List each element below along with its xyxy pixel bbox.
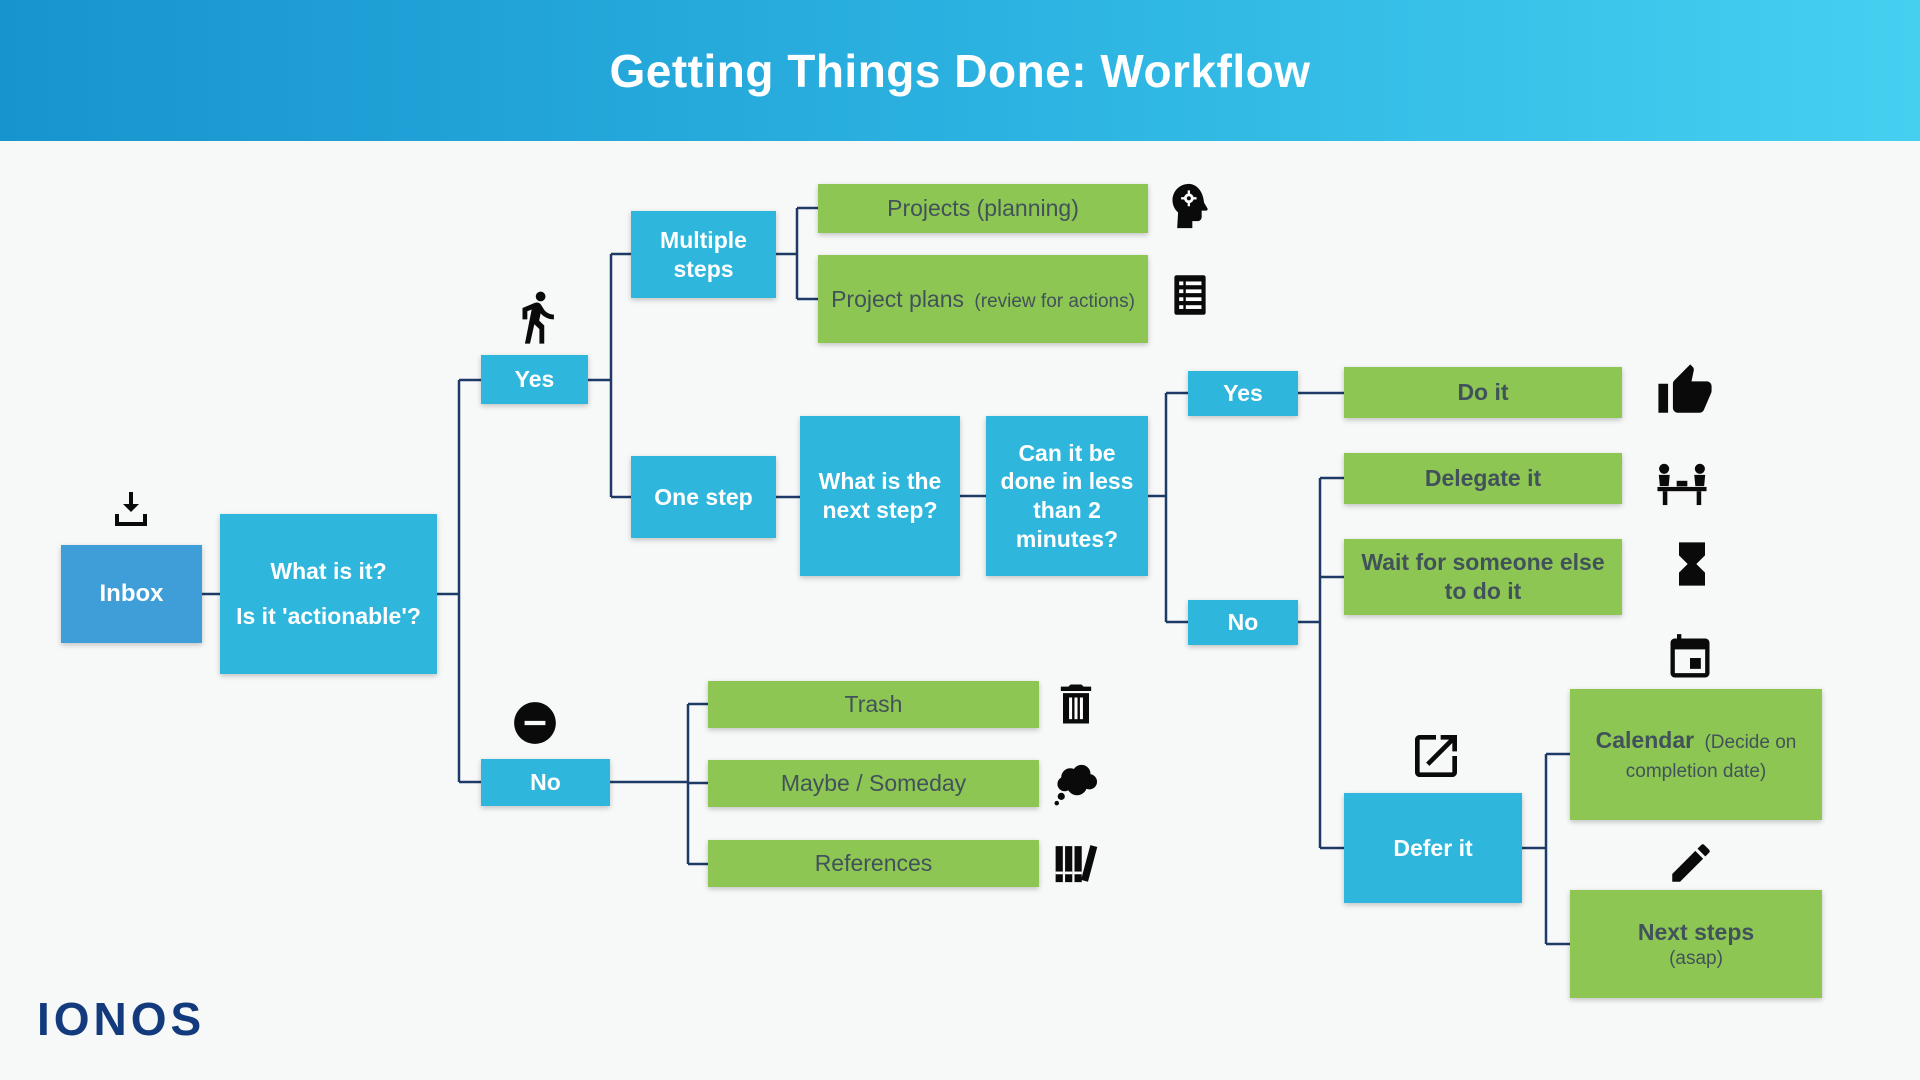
node-trash: Trash <box>708 681 1039 728</box>
node-what-is-it: What is it? Is it 'actionable'? <box>220 514 437 674</box>
node-one-step: One step <box>631 456 776 538</box>
node-references: References <box>708 840 1039 887</box>
pencil-icon <box>1666 838 1716 888</box>
node-inbox: Inbox <box>61 545 202 643</box>
books-icon <box>1050 836 1104 890</box>
node-do-it: Do it <box>1344 367 1622 418</box>
node-actionable-yes-label: Yes <box>514 366 555 393</box>
ionos-logo: IONOS <box>37 993 206 1045</box>
node-what-is-it-line1: What is it? <box>270 558 387 585</box>
node-wait-for-someone: Wait for someone else to do it <box>1344 539 1622 615</box>
node-defer-it-label: Defer it <box>1393 834 1473 861</box>
node-projects: Projects (planning) <box>818 184 1148 233</box>
node-calendar-label: Calendar (Decide on completion date) <box>1595 726 1797 782</box>
calendar-icon <box>1664 632 1716 684</box>
node-actionable-no-label: No <box>530 769 561 796</box>
node-references-label: References <box>814 850 933 877</box>
node-two-min-yes-label: Yes <box>1223 380 1263 407</box>
checklist-icon <box>1165 270 1215 320</box>
node-projects-label: Projects (planning) <box>887 195 1079 222</box>
node-delegate-it: Delegate it <box>1344 453 1622 504</box>
node-actionable-no: No <box>481 759 610 806</box>
hourglass-icon <box>1666 538 1718 590</box>
node-wait-for-someone-label: Wait for someone else to do it <box>1361 549 1605 604</box>
node-project-plans-label: Project plans (review for actions) <box>831 285 1135 312</box>
node-what-is-it-line2: Is it 'actionable'? <box>236 603 421 629</box>
node-maybe-someday-label: Maybe / Someday <box>780 770 967 797</box>
node-one-step-label: One step <box>654 483 753 510</box>
node-calendar: Calendar (Decide on completion date) <box>1570 689 1822 820</box>
node-multiple-steps-label: Multiple steps <box>660 226 747 282</box>
node-next-steps-label: Next steps <box>1637 918 1755 945</box>
walking-person-icon <box>508 288 566 346</box>
node-actionable-yes: Yes <box>481 355 588 404</box>
node-do-it-label: Do it <box>1457 379 1509 406</box>
node-defer-it: Defer it <box>1344 793 1522 903</box>
page-title: Getting Things Done: Workflow <box>609 44 1311 97</box>
node-delegate-it-label: Delegate it <box>1424 465 1542 492</box>
node-multiple-steps: Multiple steps <box>631 211 776 298</box>
node-next-steps-sublabel: (asap) <box>1669 947 1723 969</box>
thought-cloud-icon <box>1050 757 1104 811</box>
node-what-next-step: What is the next step? <box>800 416 960 576</box>
node-two-minutes-label: Can it be done in less than 2 minutes? <box>1000 439 1134 552</box>
node-trash-label: Trash <box>844 691 903 718</box>
node-two-min-yes: Yes <box>1188 371 1298 416</box>
thumbs-up-icon <box>1656 362 1714 420</box>
share-arrow-icon <box>1408 728 1464 784</box>
node-next-steps: Next steps (asap) <box>1570 890 1822 998</box>
node-two-min-no-label: No <box>1227 609 1259 636</box>
node-two-minutes: Can it be done in less than 2 minutes? <box>986 416 1148 576</box>
node-what-next-step-label: What is the next step? <box>818 468 942 523</box>
header-banner: Getting Things Done: Workflow <box>0 0 1920 141</box>
node-maybe-someday: Maybe / Someday <box>708 760 1039 807</box>
head-gears-icon <box>1162 178 1218 234</box>
download-icon <box>107 486 155 534</box>
node-project-plans: Project plans (review for actions) <box>818 255 1148 343</box>
node-inbox-label: Inbox <box>99 580 164 607</box>
no-entry-icon <box>510 698 560 748</box>
trash-icon <box>1050 678 1102 730</box>
node-two-min-no: No <box>1188 600 1298 645</box>
delegation-icon <box>1650 448 1714 512</box>
